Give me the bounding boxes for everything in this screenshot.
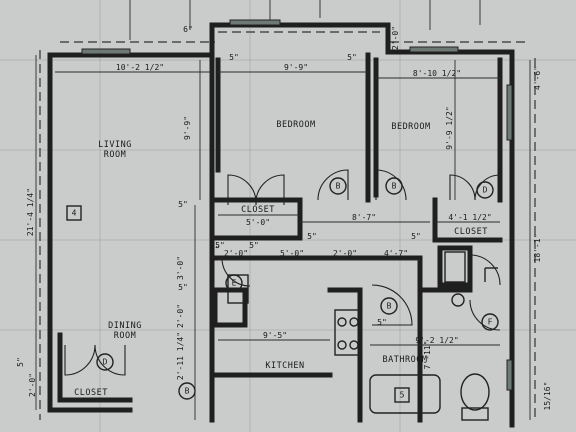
living-room-label-1: LIVING [98,140,132,150]
svg-text:ROOM: ROOM [104,150,126,160]
bedroom2-label: BEDROOM [391,122,430,132]
doors [64,169,501,376]
dashed-outlines [39,31,536,420]
symbol-b-4: B [185,387,190,396]
living-room-label-2: ROOM [104,150,126,160]
dim-top-6: 6" [183,25,193,34]
dim-left-total: 21'-4 1/4" [26,188,35,236]
dim-five-i: 5" [178,283,188,292]
dim-row-4-7: 4'-7" [384,249,408,258]
symbol-5: 5 [400,391,405,400]
dim-three-0: 3'-0" [176,256,185,280]
bedroom1-label: BEDROOM [276,120,315,130]
dim-bath-width: 9'-2 1/2" [415,336,458,345]
symbol-4: 4 [72,209,77,218]
dimension-labels: 10'-2 1/2" 9'-9" 8'-10 1/2" 6" 2'-0" 5" … [16,25,552,410]
dim-bed2-width: 8'-10 1/2" [413,69,461,78]
dim-right-total: 18'-1" [533,234,542,263]
dim-five-b: 5" [347,53,357,62]
dim-left-2-0: 2'-0" [28,373,37,397]
dim-five-g: 5" [215,241,225,250]
corner-marks [129,0,481,40]
dining-room-label-2: ROOM [114,331,136,341]
symbol-b-3: B [387,302,392,311]
dim-row-2-0-b: 2'-0" [333,249,357,258]
closet-bottom-label: CLOSET [74,388,108,398]
dim-kitchen-width: 9'-5" [263,331,287,340]
room-labels: LIVING ROOM BEDROOM BEDROOM CLOSET CLOSE… [74,120,488,398]
closet-right-label: CLOSET [454,227,488,237]
symbol-d-1: D [483,186,488,195]
symbol-d-2: D [103,358,108,367]
dim-five-d: 5" [307,232,317,241]
symbol-b-2: B [392,182,397,191]
dining-room-label-1: DINING [108,321,142,331]
dim-top-2-0: 2'-0" [391,26,400,50]
dim-five-c: 5" [178,200,188,209]
symbol-f: F [488,318,493,327]
dim-kitchen-height: 2'-11 1/4" [176,332,185,380]
bathroom-label: BATHROOM [383,355,428,365]
symbols: B B D D E B F B 4 5 [66,177,499,400]
dim-right-4-6: 4'-6" [533,66,542,90]
symbol-e: E [232,279,237,288]
symbol-b-1: B [336,182,341,191]
dimension-lines [35,55,531,420]
fixtures [227,251,498,421]
dim-bed1-height: 9'-9" [183,116,192,140]
dim-bed2-height: 9'-9 1/2" [445,106,454,149]
svg-text:ROOM: ROOM [114,331,136,341]
dim-bed1-width: 9'-9" [284,63,308,72]
kitchen-label: KITCHEN [265,361,304,371]
dim-five-e: 5" [411,232,421,241]
dim-row-5-0: 5'-0" [280,249,304,258]
dim-left-5: 5" [16,357,25,367]
dim-five-h: 5" [249,241,259,250]
dim-closet2-width: 4'-1 1/2" [448,213,491,222]
dim-five-a: 5" [229,53,239,62]
closet-left-label: CLOSET [241,205,275,215]
dim-living-width: 10'-2 1/2" [116,63,164,72]
dim-closet1-width: 5'-0" [246,218,270,227]
dim-row-2-0-a: 2'-0" [224,249,248,258]
dim-five-16: 15/16" [543,382,552,411]
svg-text:DINING: DINING [108,321,142,331]
dim-five-j: 5" [377,318,387,327]
dim-five-f: 5" [210,245,220,254]
svg-text:LIVING: LIVING [98,140,132,150]
dim-seven-11: 7'-11" [423,341,432,370]
dim-bed-gap: 8'-7" [352,213,376,222]
dim-two-0-v: 2'-0" [176,304,185,328]
